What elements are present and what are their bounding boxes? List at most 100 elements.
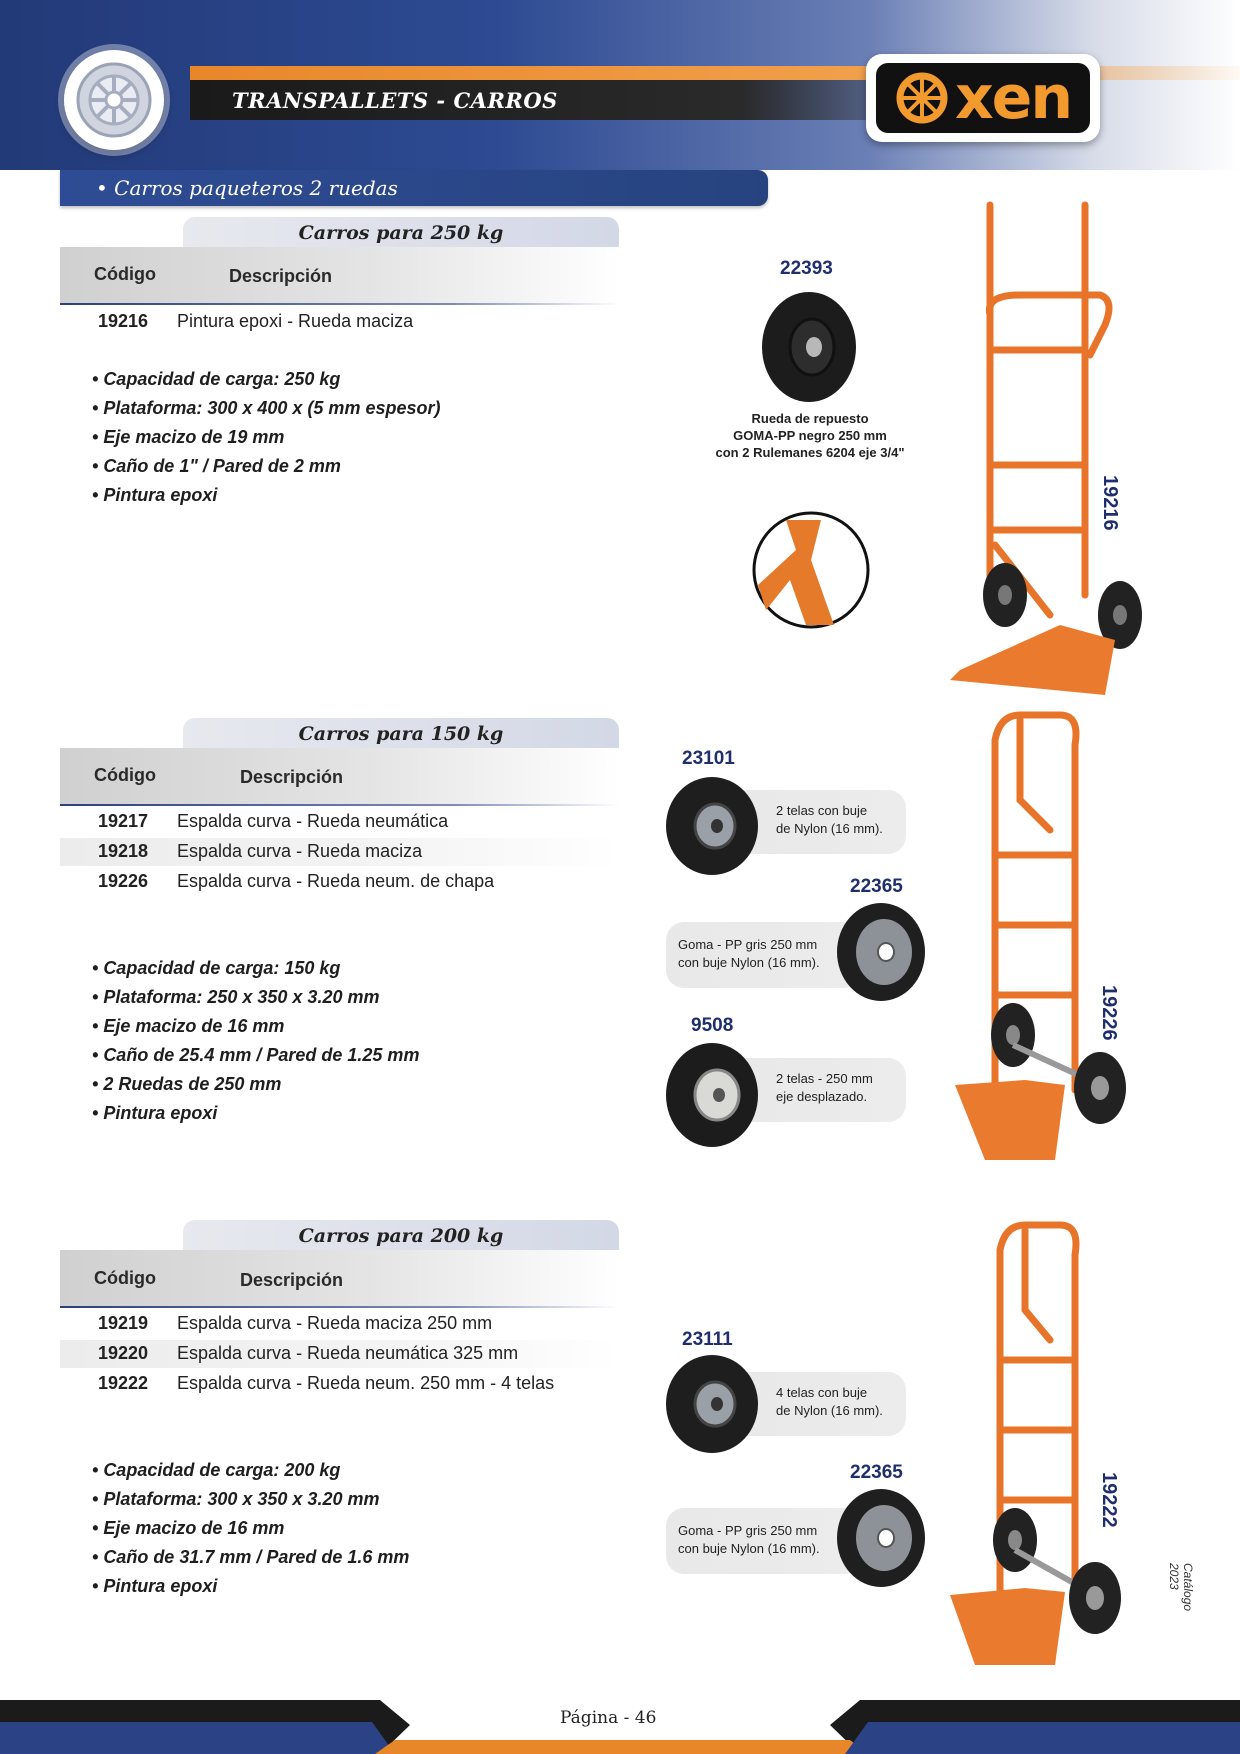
wheel-code: 22365 (850, 1462, 903, 1483)
table-header (60, 247, 620, 303)
divider (60, 804, 620, 806)
spec-item: Caño de 1" / Pared de 2 mm (92, 452, 440, 481)
group-tab (183, 718, 619, 748)
table-header (60, 1250, 620, 1306)
spec-item: Pintura epoxi (92, 481, 440, 510)
caption-line: Goma - PP gris 250 mm (678, 937, 818, 952)
table-row: 19226 Espalda curva - Rueda neum. de cha… (60, 868, 620, 896)
section-title: • Carros paqueteros 2 ruedas (96, 176, 398, 200)
page-title: TRANSPALLETS - CARROS (232, 88, 558, 113)
column-header-description: Descripción (240, 1270, 344, 1290)
table-row: 19219 Espalda curva - Rueda maciza 250 m… (60, 1310, 620, 1338)
solid-grey-wheel-image (837, 903, 925, 1001)
product-code: 19226 (98, 871, 149, 891)
table-row: 19218 Espalda curva - Rueda maciza (60, 838, 620, 866)
hand-truck-image (950, 1221, 1121, 1665)
spec-item: Pintura epoxi (92, 1099, 419, 1128)
caption-line: Rueda de repuesto (751, 411, 869, 426)
brand-name: xen (954, 63, 1073, 133)
wheel-code: 22393 (780, 258, 833, 279)
spec-item: Capacidad de carga: 200 kg (92, 1456, 409, 1485)
spec-list: Capacidad de carga: 250 kg Plataforma: 3… (92, 365, 440, 510)
caption-line: de Nylon (16 mm). (776, 821, 883, 836)
product-description: Espalda curva - Rueda maciza 250 mm (177, 1313, 493, 1333)
product-code: 19219 (98, 1313, 149, 1333)
caption-line: 2 telas - 250 mm (776, 1071, 873, 1086)
spec-item: Plataforma: 250 x 350 x 3.20 mm (92, 983, 419, 1012)
wheel-code: 23101 (682, 748, 735, 769)
divider (60, 303, 620, 305)
product-description: Espalda curva - Rueda neum. 250 mm - 4 t… (177, 1373, 555, 1393)
weld-detail-image (752, 511, 870, 629)
spec-list: Capacidad de carga: 150 kg Plataforma: 2… (92, 954, 419, 1128)
column-header-description: Descripción (240, 767, 344, 787)
wheel-caption: Rueda de repuesto GOMA-PP negro 250 mm c… (700, 410, 920, 461)
product-label: 19216 (1099, 475, 1121, 531)
header-title-bar (190, 80, 880, 120)
group-title: Carros para 200 kg (298, 1225, 504, 1247)
hand-truck-image (950, 201, 1142, 695)
caption-line: 4 telas con buje (776, 1385, 868, 1400)
divider (60, 1306, 620, 1308)
wheel-caption-pill: Goma - PP gris 250 mm con buje Nylon (16… (666, 922, 862, 988)
wheel-caption-pill: 2 telas - 250 mm eje desplazado. (728, 1058, 906, 1122)
product-description: Espalda curva - Rueda maciza (177, 841, 423, 861)
table-row: 19220 Espalda curva - Rueda neumática 32… (60, 1340, 620, 1368)
spec-item: Plataforma: 300 x 400 x (5 mm espesor) (92, 394, 440, 423)
logo-wheel-icon (896, 72, 948, 124)
group-title: Carros para 250 kg (298, 222, 504, 244)
caption-line: GOMA-PP negro 250 mm (733, 428, 887, 443)
product-label: 19226 (1098, 985, 1120, 1041)
product-code: 19216 (98, 311, 149, 331)
caption-line: eje desplazado. (776, 1089, 868, 1104)
column-header-description: Descripción (229, 266, 333, 286)
caption-line: 2 telas con buje (776, 803, 868, 818)
product-description: Espalda curva - Rueda neum. de chapa (177, 871, 495, 891)
column-header-code: Código (94, 1268, 156, 1288)
wheel-code: 9508 (691, 1015, 734, 1036)
caption-line: con buje Nylon (16 mm). (678, 1541, 820, 1556)
wheel-icon (64, 50, 164, 150)
caption-line: con 2 Rulemanes 6204 eje 3/4" (715, 445, 905, 460)
spec-item: Pintura epoxi (92, 1572, 409, 1601)
column-header-code: Código (94, 264, 156, 284)
product-description: Espalda curva - Rueda neumática 325 mm (177, 1343, 519, 1363)
spec-item: 2 Ruedas de 250 mm (92, 1070, 419, 1099)
group-tab (183, 217, 619, 247)
solid-wheel-image (762, 292, 856, 402)
spec-item: Caño de 31.7 mm / Pared de 1.6 mm (92, 1543, 409, 1572)
section-banner (60, 170, 768, 206)
table-row: 19216 Pintura epoxi - Rueda maciza (60, 308, 620, 336)
page-number: Página - 46 (560, 1708, 657, 1728)
spec-item: Capacidad de carga: 250 kg (92, 365, 440, 394)
caption-line: de Nylon (16 mm). (776, 1403, 883, 1418)
caption-line: con buje Nylon (16 mm). (678, 955, 820, 970)
wheel-code: 22365 (850, 876, 903, 897)
spec-list: Capacidad de carga: 200 kg Plataforma: 3… (92, 1456, 409, 1601)
column-header-code: Código (94, 765, 156, 785)
brand-logo: xen (866, 54, 1100, 142)
caption-line: Goma - PP gris 250 mm (678, 1523, 818, 1538)
spec-item: Caño de 25.4 mm / Pared de 1.25 mm (92, 1041, 419, 1070)
hand-truck-image (955, 711, 1126, 1160)
wheel-caption-pill: Goma - PP gris 250 mm con buje Nylon (16… (666, 1508, 862, 1574)
spec-item: Plataforma: 300 x 350 x 3.20 mm (92, 1485, 409, 1514)
group-tab (183, 1220, 619, 1250)
spec-item: Eje macizo de 16 mm (92, 1514, 409, 1543)
solid-grey-wheel-image (837, 1489, 925, 1587)
spec-item: Capacidad de carga: 150 kg (92, 954, 419, 983)
pneumatic-wheel-image (666, 777, 758, 875)
pneumatic-wheel-image (666, 1043, 758, 1147)
product-description: Pintura epoxi - Rueda maciza (177, 311, 414, 331)
pneumatic-wheel-image (666, 1355, 758, 1453)
product-description: Espalda curva - Rueda neumática (177, 811, 449, 831)
wheel-code: 23111 (682, 1329, 733, 1350)
catalog-year: Catálogo 2023 (1167, 1563, 1195, 1612)
product-code: 19222 (98, 1373, 149, 1393)
product-label: 19222 (1098, 1472, 1120, 1528)
footer-band (0, 1700, 1240, 1754)
group-title: Carros para 150 kg (298, 723, 504, 745)
product-code: 19220 (98, 1343, 149, 1363)
product-code: 19218 (98, 841, 149, 861)
product-code: 19217 (98, 811, 149, 831)
